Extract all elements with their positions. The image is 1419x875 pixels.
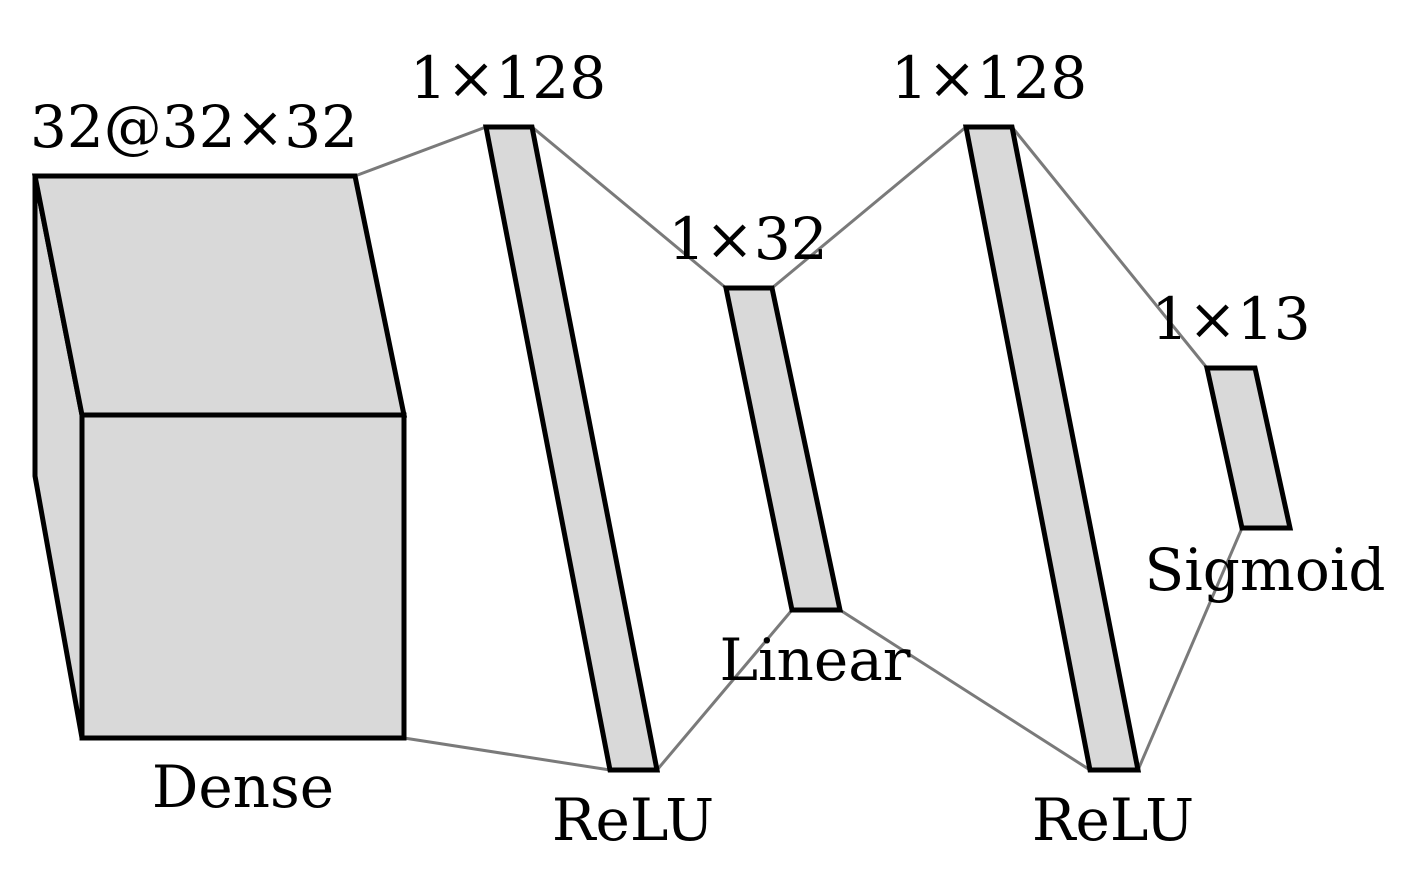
enc1-size-label: 1×128 [410,44,606,112]
input-volume-front-face [79,412,407,741]
connector-dec1-output-bottom [1136,527,1244,771]
input-size-label: 32@32×32 [30,93,358,161]
connector-latent-dec1-bottom [839,608,1091,772]
enc1-activation-label: ReLU [552,786,714,854]
output-size-label: 1×13 [1151,285,1310,353]
input-activation-label: Dense [152,753,334,821]
input-volume [31,173,408,741]
latent-activation-label: Linear [719,626,910,694]
connector-latent-dec1-top [771,125,967,290]
layer-connectors [354,125,1244,772]
dec1-size-label: 1×128 [891,44,1087,112]
decoder-layer-bar [962,124,1142,773]
connector-input-enc1-top [354,125,487,178]
input-volume-top-face [31,173,408,418]
connector-enc1-latent-bottom [655,609,794,771]
connector-input-enc1-bottom [403,736,611,772]
output-layer-bar [1203,365,1294,531]
connector-dec1-output-top [1010,126,1209,369]
encoder-layer-bar [482,124,661,773]
latent-layer-bar [722,285,844,613]
connector-enc1-latent-top [531,125,727,290]
output-activation-label: Sigmoid [1144,536,1385,604]
dec1-activation-label: ReLU [1032,786,1194,854]
latent-size-label: 1×32 [668,205,827,273]
